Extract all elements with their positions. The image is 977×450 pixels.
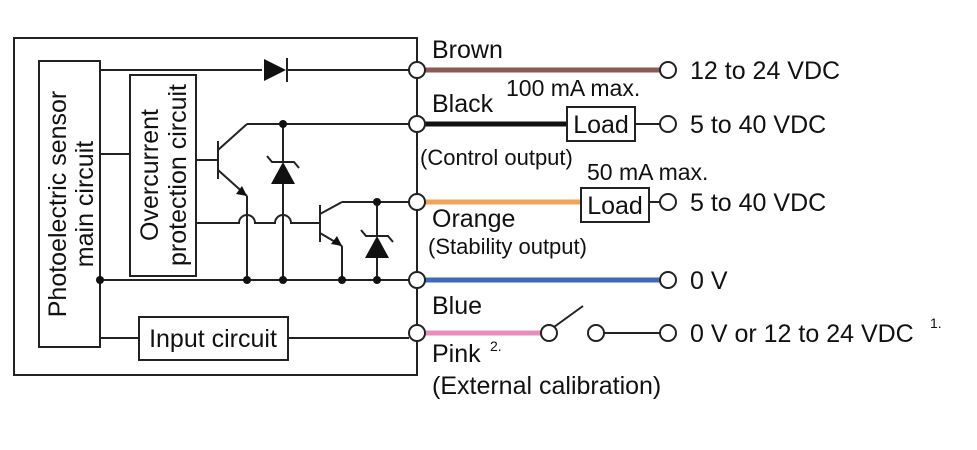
load-label-control: Load	[573, 111, 629, 139]
zener-diode-icon-2	[365, 236, 389, 258]
load-label-stability: Load	[587, 192, 643, 220]
note-1-marker: 1.	[930, 315, 942, 331]
terminal-blue	[408, 271, 426, 289]
overcurrent-label: Overcurrent	[136, 109, 164, 241]
supply-label-5: 0 V or 12 to 24 VDC	[690, 320, 914, 348]
terminal-brown	[408, 61, 426, 79]
load-box-stability	[580, 187, 650, 223]
protection-circuit-label: protection circuit	[164, 84, 192, 266]
main-circuit-box	[38, 60, 101, 348]
wire-label-brown: Brown	[432, 36, 503, 64]
terminal-orange	[408, 193, 426, 211]
supply-label-2: 5 to 40 VDC	[690, 111, 826, 139]
wire-label-black: Black	[432, 90, 494, 118]
switch-contact-left	[540, 324, 558, 342]
switch-contact-right	[587, 324, 605, 342]
control-output-label: (Control output)	[420, 145, 573, 170]
main-circuit-label: Photoelectric sensor	[44, 91, 72, 318]
supply-terminal-3	[659, 193, 677, 211]
supply-terminal-4	[659, 271, 677, 289]
main-circuit-label-2: main circuit	[71, 141, 99, 267]
load-box-control	[566, 106, 636, 142]
diode-icon	[264, 59, 286, 81]
current-limit-50: 50 mA max.	[587, 159, 708, 185]
switch-lever	[553, 305, 584, 328]
supply-label-1: 12 to 24 VDC	[690, 57, 840, 85]
external-calibration-label: (External calibration)	[432, 372, 661, 400]
supply-terminal-1	[659, 61, 677, 79]
supply-label-3: 5 to 40 VDC	[690, 189, 826, 217]
terminal-black	[408, 115, 426, 133]
note-2-marker: 2.	[490, 338, 502, 354]
transistor-arrow-icon	[236, 186, 247, 196]
transistor-arrow-icon-2	[331, 236, 342, 246]
wire-label-blue: Blue	[432, 292, 482, 320]
input-circuit-label: Input circuit	[149, 325, 277, 353]
wire-label-orange: Orange	[432, 205, 515, 233]
supply-terminal-5	[659, 324, 677, 342]
wire-label-pink: Pink	[432, 340, 481, 368]
overcurrent-protection-box	[129, 74, 197, 277]
zener-diode-icon	[271, 162, 295, 184]
supply-terminal-2	[659, 115, 677, 133]
supply-label-4: 0 V	[690, 267, 728, 295]
current-limit-100: 100 mA max.	[506, 75, 640, 101]
stability-output-label: (Stability output)	[428, 234, 587, 259]
terminal-pink	[408, 324, 426, 342]
